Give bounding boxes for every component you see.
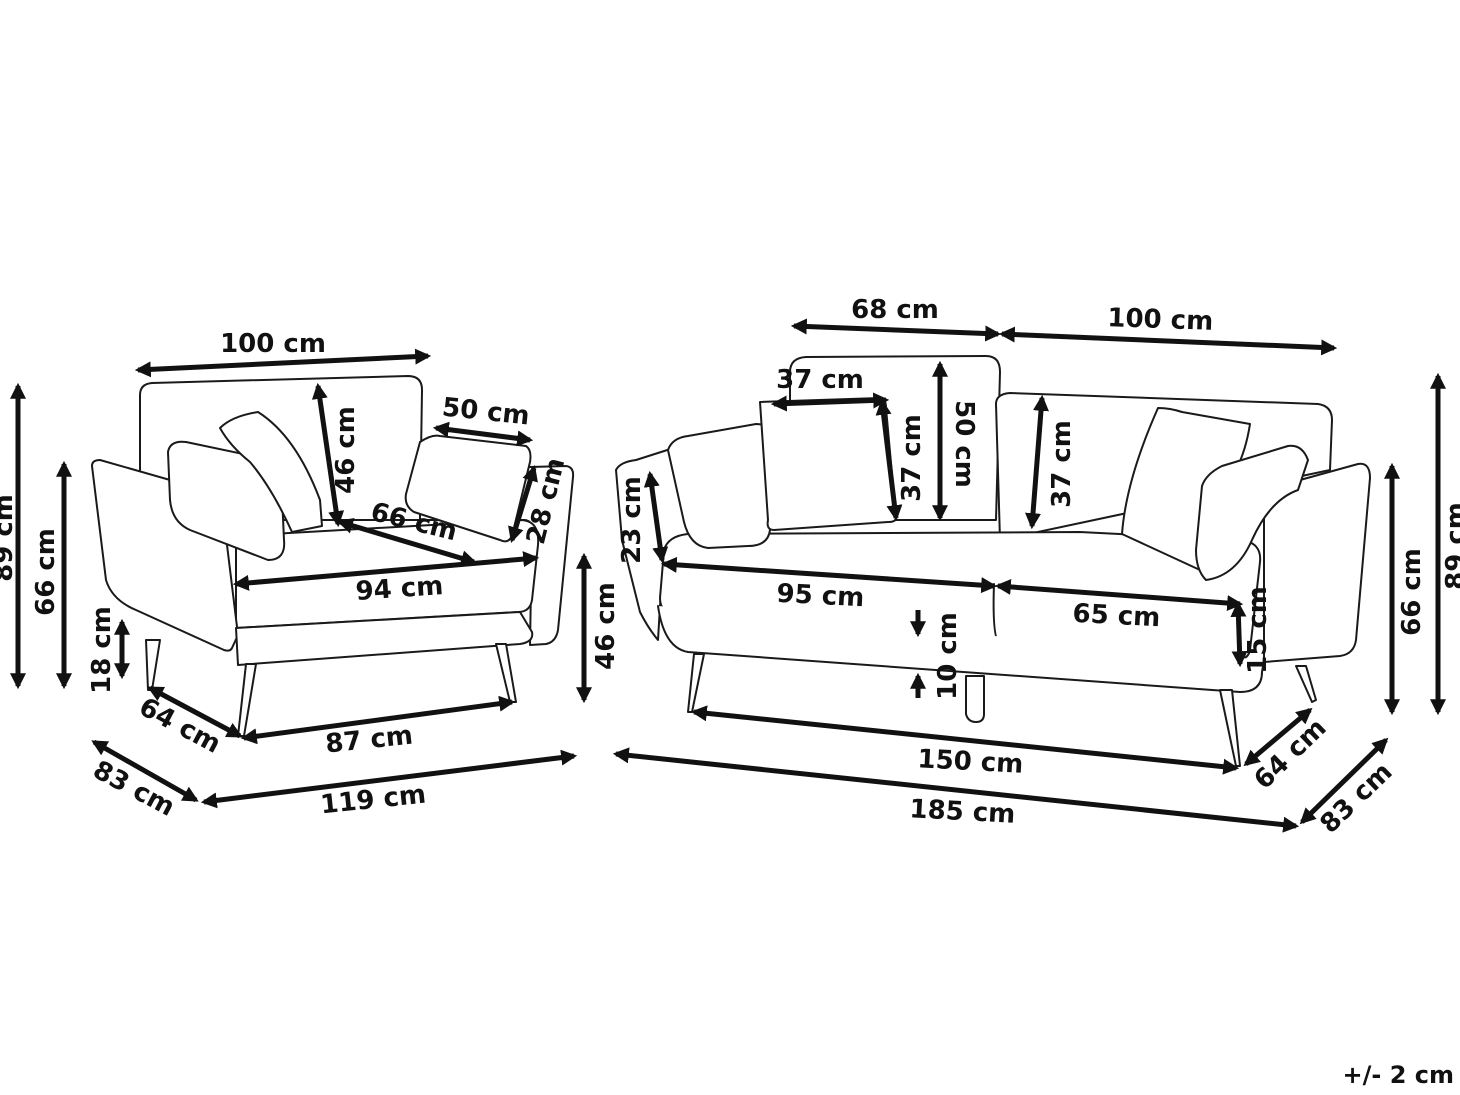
armchair-arm-height-label: 66 cm	[31, 528, 61, 616]
armchair-seat-width-arrow	[232, 551, 540, 591]
armchair-cushion-height-arrow	[311, 382, 345, 528]
sofa-arm-height-label: 66 cm	[1397, 548, 1427, 636]
sofa-back-cushion-height-arrow	[1025, 394, 1049, 530]
armchair-total-height-label: 89 cm	[0, 494, 19, 582]
armchair-leg-width-arrow	[240, 695, 516, 745]
armchair-cushion-height-label: 46 cm	[331, 406, 361, 494]
sofa-back-left-width-label: 68 cm	[851, 295, 939, 325]
sofa-back-right-width-arrow	[998, 326, 1338, 356]
sofa-total-width-label: 185 cm	[909, 794, 1016, 829]
sofa-total-height-label: 89 cm	[1441, 502, 1460, 590]
armchair-total-depth-arrow	[91, 739, 199, 803]
armchair-total-width-arrow	[200, 749, 578, 809]
sofa-back-right-width-label: 100 cm	[1107, 303, 1214, 337]
sofa-leg-height-label: 10 cm	[933, 612, 963, 700]
sofa-back-height-label: 50 cm	[949, 400, 979, 488]
sofa-total-depth-arrow	[1299, 737, 1389, 825]
sofa-leg-depth-arrow	[1243, 707, 1313, 767]
sofa-leg-width-label: 150 cm	[917, 744, 1024, 779]
sofa-pillow-width-label: 37 cm	[776, 365, 864, 395]
sofa-drawing	[615, 355, 1371, 767]
armchair-pillow-height-arrow	[508, 464, 538, 544]
sofa-seat-left-width-arrow	[660, 556, 998, 594]
armchair-pillow-width-label: 50 cm	[441, 393, 531, 432]
armchair-pillow-width-arrow	[432, 421, 534, 447]
sofa-pillow-width-arrow	[770, 392, 890, 412]
sofa-seat-left-width-label: 95 cm	[776, 579, 865, 614]
sofa-cushion-thickness-label: 15 cm	[1243, 586, 1273, 674]
sofa-seat-right-width-label: 65 cm	[1072, 599, 1161, 634]
sofa-arm-inner-height-arrow	[643, 470, 669, 564]
armchair-width-label: 100 cm	[220, 329, 326, 359]
sofa-seat-right-width-arrow	[994, 578, 1244, 612]
armchair-leg-depth-arrow	[147, 685, 243, 739]
armchair-width-arrow	[134, 348, 432, 378]
sofa-back-left-width-arrow	[790, 318, 1002, 342]
sofa-cushion-thickness-arrow	[1230, 600, 1248, 668]
armchair-leg-height-label: 18 cm	[87, 606, 117, 694]
armchair-seat-width-label: 94 cm	[355, 571, 445, 607]
sofa-pillow-height-arrow	[875, 398, 903, 522]
sofa-back-cushion-height-label: 37 cm	[1047, 420, 1077, 508]
armchair-seat-height-label: 46 cm	[591, 582, 621, 670]
sofa-arm-inner-height-label: 23 cm	[617, 476, 647, 564]
tolerance-note: +/- 2 cm	[1342, 1061, 1454, 1089]
sofa-total-width-arrow	[612, 747, 1300, 833]
sofa-pillow-height-label: 37 cm	[897, 414, 927, 502]
